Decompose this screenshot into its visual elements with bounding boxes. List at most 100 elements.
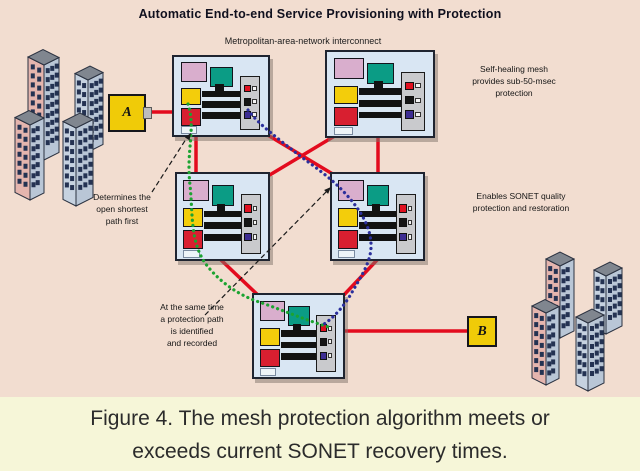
building-part <box>577 350 582 356</box>
bus-stub <box>372 203 381 213</box>
building-part <box>83 173 88 179</box>
annotation-protection-path: At the same time a protection path is id… <box>160 302 224 348</box>
building-part <box>534 313 539 319</box>
building-part <box>575 316 589 392</box>
building-part <box>551 368 556 374</box>
annotation-self-healing: Self-healing mesh provides sub-50-msec p… <box>472 64 556 98</box>
building-part <box>76 80 81 86</box>
bus-bar-3 <box>204 234 242 242</box>
fabric-connector-1 <box>252 205 258 211</box>
building-part <box>64 155 69 161</box>
building-part <box>54 72 59 78</box>
building-part <box>26 48 61 66</box>
building-part <box>31 182 36 188</box>
building-part <box>87 71 104 153</box>
building-part <box>83 137 88 143</box>
building-part <box>553 322 558 328</box>
building-part <box>70 185 75 191</box>
building-part <box>78 175 83 181</box>
building-part <box>594 341 599 347</box>
tributary-card-red <box>334 107 358 126</box>
building-part <box>595 285 600 291</box>
building-part <box>89 119 94 125</box>
building-part <box>565 267 570 273</box>
building-part <box>54 126 59 132</box>
building-part <box>577 332 582 338</box>
building-part <box>89 101 94 107</box>
building-part <box>37 67 42 73</box>
fabric-connector-3 <box>407 234 413 240</box>
figure-caption: Figure 4. The mesh protection algorithm … <box>90 407 550 463</box>
building-part <box>553 304 558 310</box>
building-part <box>599 321 604 327</box>
building-part <box>590 326 594 331</box>
building-part <box>595 312 600 318</box>
building-part <box>76 107 81 113</box>
building-part <box>76 134 81 140</box>
building-part <box>594 359 599 365</box>
building-part <box>599 348 604 354</box>
building-part <box>83 155 88 161</box>
building-part <box>64 182 69 188</box>
building-part <box>50 74 55 80</box>
building-part <box>577 368 582 374</box>
building-part <box>23 136 28 142</box>
building-part <box>83 164 88 170</box>
building-part <box>23 145 28 151</box>
building-part <box>534 340 539 346</box>
building-part <box>17 169 22 175</box>
building-part <box>534 349 539 355</box>
building-part <box>612 294 617 300</box>
building-part <box>534 358 539 364</box>
building-part <box>547 352 552 358</box>
building-part <box>43 56 60 161</box>
building-part <box>612 312 617 318</box>
building-part <box>94 98 99 104</box>
building-part <box>590 344 594 349</box>
fabric-connector-2 <box>407 220 413 226</box>
building-part <box>70 158 75 164</box>
building-part <box>78 139 83 145</box>
building-part <box>30 100 35 106</box>
building-part <box>30 136 35 142</box>
bus-bar-1 <box>204 210 242 218</box>
building-part <box>35 135 40 141</box>
building-part <box>594 368 599 374</box>
building-part <box>595 294 600 300</box>
building-part <box>45 77 50 83</box>
building-part <box>37 112 42 118</box>
building-part <box>82 83 87 89</box>
building-part <box>565 312 570 318</box>
building-part <box>565 321 570 327</box>
bus-bar-1 <box>359 210 397 218</box>
city-buildings-icon <box>13 48 105 207</box>
building-part <box>599 366 604 372</box>
building-part <box>89 110 94 116</box>
fabric-port-purple <box>405 110 415 119</box>
fabric-port-black <box>319 337 328 347</box>
building-part <box>599 330 604 336</box>
building-part <box>94 125 99 131</box>
building-part <box>600 315 605 321</box>
building-part <box>94 134 99 140</box>
building-part <box>74 72 89 153</box>
building-part <box>590 371 594 376</box>
fabric-port-purple <box>244 232 252 242</box>
building-part <box>551 350 556 356</box>
building-part <box>617 310 622 316</box>
building-part <box>98 114 103 120</box>
building-part <box>83 128 88 134</box>
building-part <box>590 335 594 340</box>
building-part <box>30 109 35 115</box>
building-part <box>89 137 94 143</box>
fabric-connector-2 <box>252 99 257 105</box>
bus-bar-2 <box>204 222 242 230</box>
building-part <box>70 131 75 137</box>
building-part <box>547 325 552 331</box>
annotation-ospf: Determines the open shortest path first <box>93 192 151 226</box>
building-part <box>31 173 36 179</box>
building-part <box>565 294 570 300</box>
fabric-port-black <box>243 97 252 106</box>
building-part <box>94 116 99 122</box>
